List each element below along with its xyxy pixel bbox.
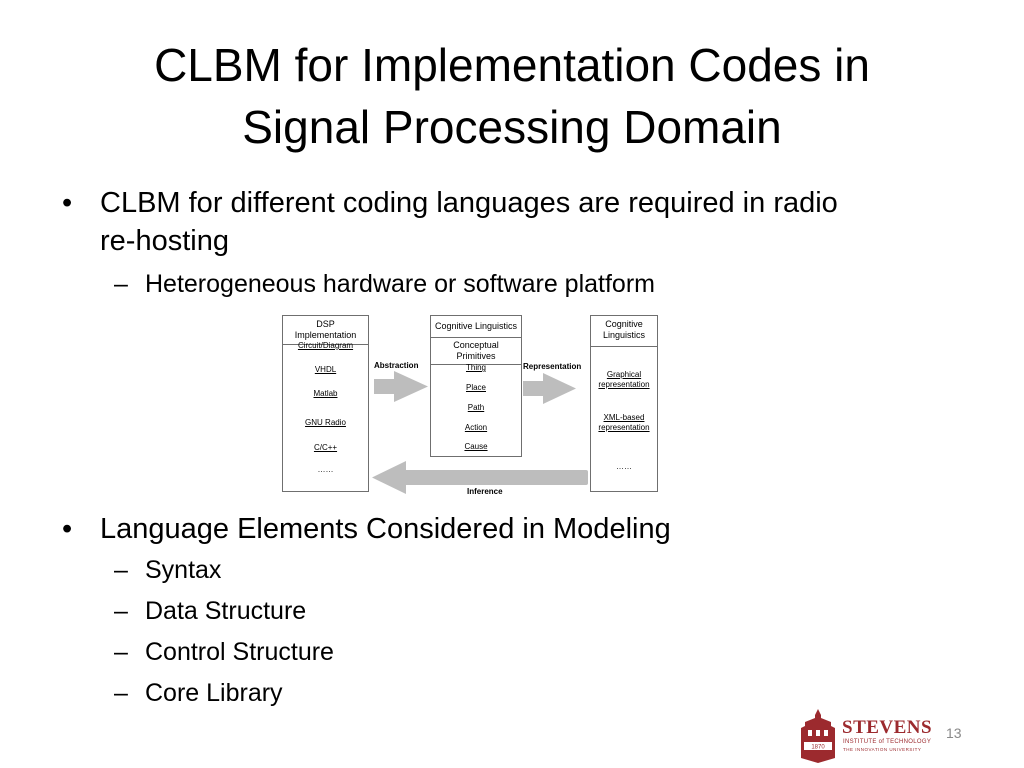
bullet-dot: • [62, 187, 73, 219]
sub-bullet-dash: – [114, 556, 128, 584]
sub-bullet-dash: – [114, 597, 128, 625]
rep-item-graphical[interactable]: Graphical representation [591, 370, 657, 390]
bullet-text: Language Elements Considered in Modeling [100, 513, 671, 545]
title-line-1: CLBM for Implementation Codes in [154, 39, 870, 91]
cl-item-cause[interactable]: Cause [464, 442, 488, 451]
logo-name: STEVENS [842, 717, 933, 738]
diagram-arrows [372, 371, 588, 494]
sub-bullet-item: – Core Library [62, 673, 982, 714]
dsp-item-vhdl[interactable]: VHDL [314, 365, 337, 374]
sub-bullet-item: – Data Structure [62, 591, 982, 632]
stevens-logo: 1870 STEVENS INSTITUTE of TECHNOLOGY THE… [800, 708, 940, 764]
bullet-item: • CLBM for different coding languages ar… [62, 184, 982, 260]
rep-item-graphical-line-1: Graphical [606, 370, 642, 379]
dsp-box-header: DSP Implementation [283, 316, 368, 345]
cl-item-thing[interactable]: Thing [465, 363, 486, 372]
cl-item-action[interactable]: Action [464, 423, 488, 432]
cognitive-linguistics-box: Cognitive Linguistics Conceptual Primiti… [430, 315, 522, 457]
abstraction-label: Abstraction [374, 361, 419, 370]
sub-bullet-dash: – [114, 679, 128, 707]
dsp-item-ellipsis: …… [317, 465, 334, 474]
cl-item-place[interactable]: Place [465, 383, 486, 392]
inference-arrow [372, 461, 588, 494]
dsp-item-circuit-diagram[interactable]: Circuit/Diagram [297, 341, 354, 350]
sub-bullet-text: Data Structure [145, 597, 307, 625]
bullet-list-1: • CLBM for different coding languages ar… [62, 184, 982, 305]
bullet-text-line-2: re-hosting [100, 225, 229, 257]
bullet-dot: • [62, 513, 73, 545]
dsp-item-gnu-radio[interactable]: GNU Radio [305, 418, 346, 427]
rep-box-header: Cognitive Linguistics [591, 316, 657, 347]
sub-bullet-item: – Heterogeneous hardware or software pla… [62, 264, 982, 305]
logo-tagline: THE INNOVATION UNIVERSITY [843, 747, 922, 752]
sub-bullet-text: Core Library [145, 679, 283, 707]
rep-box-header-line-2: Linguistics [602, 330, 646, 340]
logo-year: 1870 [811, 745, 825, 751]
logo-subtitle: INSTITUTE of TECHNOLOGY [843, 739, 932, 745]
rep-item-graphical-line-2: representation [598, 380, 650, 389]
sub-bullet-item: – Control Structure [62, 632, 982, 673]
representation-arrow [523, 373, 576, 404]
cl-box-subheader: Conceptual Primitives [431, 338, 521, 365]
rep-item-xml-line-2: representation [598, 423, 650, 432]
bullet-text-line-1: CLBM for different coding languages are … [100, 187, 838, 219]
abstraction-arrow [374, 371, 428, 402]
clbm-diagram: DSP Implementation Circuit/Diagram VHDL … [280, 313, 660, 496]
inference-label: Inference [467, 487, 503, 496]
page-number: 13 [946, 725, 962, 741]
sub-bullet-item: – Syntax [62, 550, 982, 591]
title-line-2: Signal Processing Domain [242, 101, 782, 153]
slide-title: CLBM for Implementation Codes in Signal … [40, 34, 984, 158]
sub-bullet-dash: – [114, 638, 128, 666]
rep-item-xml-line-1: XML-based [603, 413, 645, 422]
sub-bullet-text: Heterogeneous hardware or software platf… [145, 270, 655, 298]
dsp-item-matlab[interactable]: Matlab [313, 389, 338, 398]
sub-bullet-text: Control Structure [145, 638, 334, 666]
stevens-seal-icon: 1870 [801, 709, 835, 763]
cl-item-path[interactable]: Path [467, 403, 485, 412]
dsp-implementation-box: DSP Implementation Circuit/Diagram VHDL … [282, 315, 369, 492]
sub-bullet-dash: – [114, 270, 128, 298]
rep-item-ellipsis: …… [616, 462, 632, 471]
sub-bullet-text: Syntax [145, 556, 222, 584]
bullet-list-2: • Language Elements Considered in Modeli… [62, 510, 982, 714]
rep-item-xml-based[interactable]: XML-based representation [591, 413, 657, 433]
bullet-item: • Language Elements Considered in Modeli… [62, 510, 982, 548]
representation-box: Cognitive Linguistics Graphical represen… [590, 315, 658, 492]
cl-box-header: Cognitive Linguistics [431, 316, 521, 338]
representation-label: Representation [523, 362, 582, 371]
rep-box-header-line-1: Cognitive [605, 319, 643, 329]
dsp-item-c-cpp[interactable]: C/C++ [313, 443, 338, 452]
